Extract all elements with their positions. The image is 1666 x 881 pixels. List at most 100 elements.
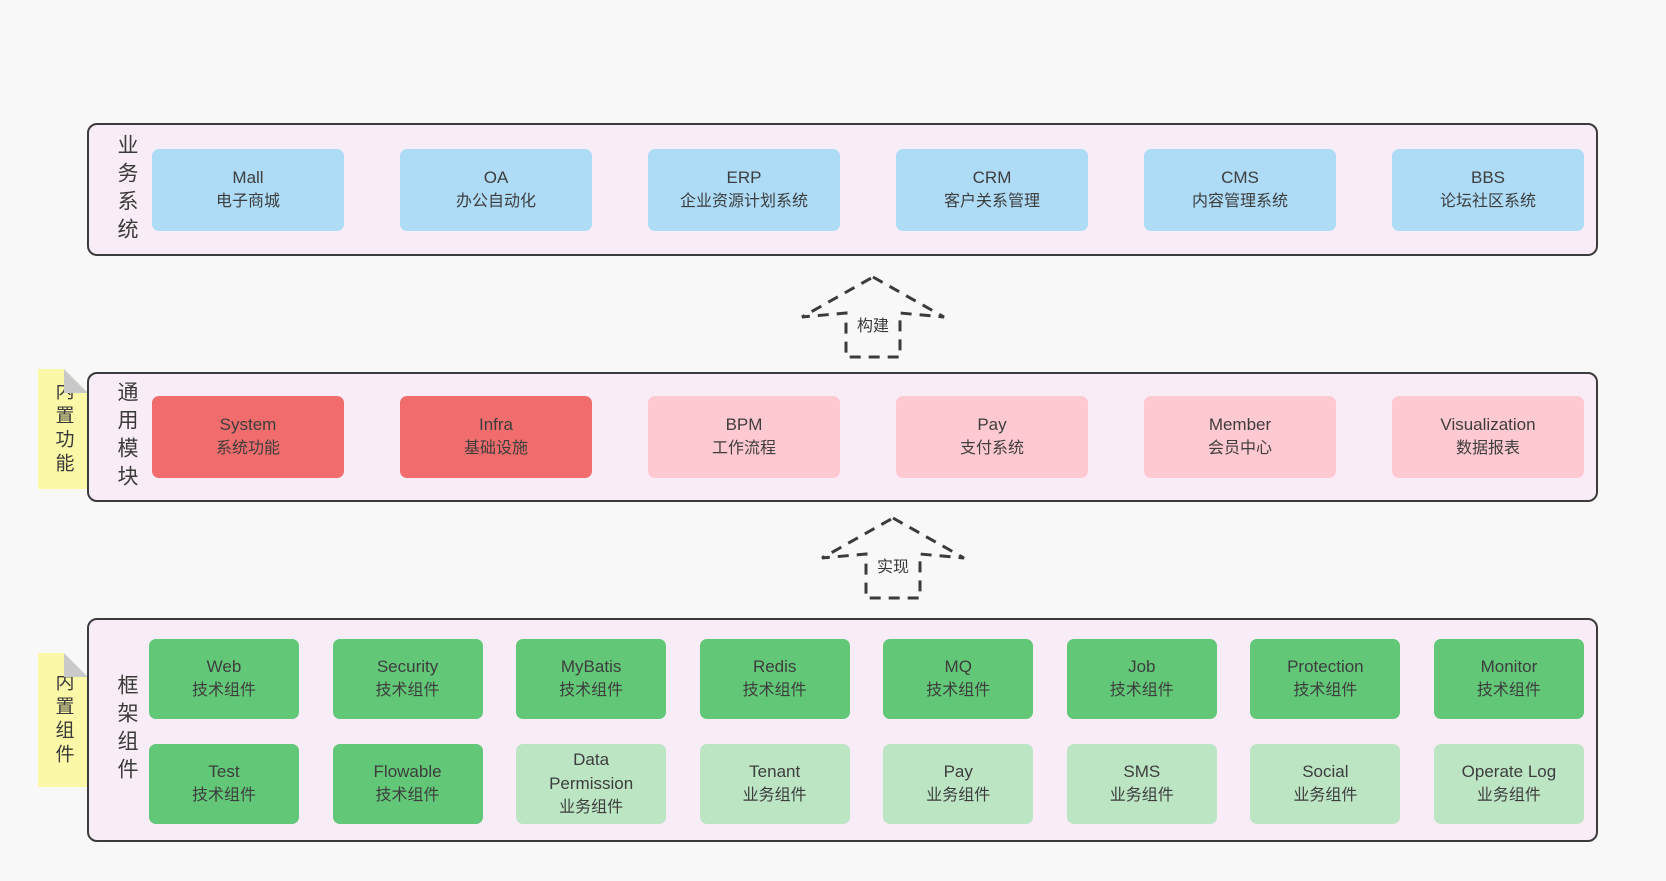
box-mall: Mall 电子商城	[152, 148, 344, 231]
box-oa: OA 办公自动化	[400, 148, 592, 231]
box-title: Operate Log	[1461, 762, 1557, 781]
box-title: Test	[208, 762, 240, 781]
box-erp: ERP 企业资源计划系统	[648, 148, 840, 231]
box-infra: Infra 基础设施	[400, 396, 592, 478]
box-title: Social	[1302, 762, 1349, 781]
box-title: Protection	[1287, 657, 1364, 676]
box-title: Tenant	[749, 762, 801, 781]
box-subtitle: 技术组件	[559, 682, 624, 699]
box-title: SMS	[1123, 762, 1161, 781]
box-title: System	[219, 415, 277, 434]
box-subtitle: 数据报表	[1455, 440, 1520, 457]
box-visualization: Visualization 数据报表	[1392, 396, 1584, 478]
components-box-grid: Web 技术组件 Security 技术组件 MyBatis 技术组件 Redi…	[149, 639, 1584, 824]
arrow-label: 构建	[853, 317, 893, 337]
box-title: Visualization	[1440, 415, 1536, 434]
box-subtitle: 客户关系管理	[943, 192, 1040, 210]
box-subtitle: 技术组件	[375, 787, 440, 804]
box-subtitle: 系统功能	[215, 440, 280, 457]
box-web: Web 技术组件	[149, 639, 299, 719]
box-subtitle: 业务组件	[926, 787, 991, 804]
box-social: Social 业务组件	[1250, 744, 1401, 824]
box-subtitle: 技术组件	[375, 682, 440, 699]
box-title: Redis	[752, 657, 797, 676]
layer-label-modules: 通用模块	[115, 381, 138, 493]
box-subtitle: 业务组件	[1109, 787, 1174, 804]
box-subtitle: 内容管理系统	[1191, 192, 1288, 210]
box-title: CMS	[1221, 167, 1259, 187]
layer-label-business: 业务系统	[115, 133, 138, 246]
dashed-up-arrow-icon	[801, 275, 945, 359]
box-title: MQ	[944, 657, 972, 676]
box-subtitle: 业务组件	[1476, 787, 1541, 804]
sticky-note-builtin-components: 内置组件	[38, 653, 88, 787]
modules-box-row: System 系统功能 Infra 基础设施 BPM 工作流程 Pay 支付系统…	[152, 396, 1584, 478]
box-subtitle: 技术组件	[191, 682, 256, 699]
box-subtitle: 技术组件	[1109, 682, 1174, 699]
box-subtitle: 技术组件	[742, 682, 807, 699]
box-subtitle: 论坛社区系统	[1439, 192, 1536, 210]
box-subtitle: 办公自动化	[455, 192, 536, 210]
box-title: Job	[1128, 657, 1156, 676]
box-system: System 系统功能	[152, 396, 344, 478]
box-monitor: Monitor 技术组件	[1433, 639, 1584, 719]
box-title: OA	[483, 167, 509, 187]
box-title: Flowable	[373, 762, 442, 781]
box-pay: Pay 支付系统	[896, 396, 1088, 478]
box-title: Data Permission	[549, 750, 634, 793]
framework-components-layer: 框架组件 Web 技术组件 Security 技术组件 MyBatis 技术组件…	[87, 618, 1598, 842]
arrow-build: 构建	[798, 273, 948, 361]
box-crm: CRM 客户关系管理	[896, 148, 1088, 231]
box-subtitle: 业务组件	[559, 799, 624, 816]
box-title: Pay	[943, 762, 973, 781]
sticky-note-builtin-functions: 内置功能	[38, 369, 88, 489]
box-title: CRM	[972, 167, 1012, 187]
business-box-row: Mall 电子商城 OA 办公自动化 ERP 企业资源计划系统 CRM 客户关系…	[152, 148, 1584, 231]
box-mq: MQ 技术组件	[883, 639, 1034, 719]
box-subtitle: 会员中心	[1207, 440, 1272, 457]
box-mybatis: MyBatis 技术组件	[516, 639, 667, 719]
sticky-note-text: 内置组件	[52, 672, 74, 768]
box-bbs: BBS 论坛社区系统	[1392, 148, 1584, 231]
sticky-fold-icon	[64, 653, 88, 677]
business-systems-layer: 业务系统 Mall 电子商城 OA 办公自动化 ERP 企业资源计划系统 CRM…	[87, 123, 1598, 256]
box-title: Pay	[977, 415, 1007, 434]
box-title: Security	[376, 657, 439, 676]
arrow-label: 实现	[873, 558, 913, 578]
box-security: Security 技术组件	[332, 639, 483, 719]
sticky-fold-icon	[64, 369, 88, 393]
dashed-up-arrow-icon	[821, 516, 965, 600]
box-subtitle: 支付系统	[959, 440, 1024, 457]
box-subtitle: 技术组件	[1476, 682, 1541, 699]
box-pay-business: Pay 业务组件	[883, 744, 1034, 824]
sticky-note-text: 内置功能	[52, 381, 74, 477]
box-subtitle: 基础设施	[463, 440, 528, 457]
box-title: Member	[1208, 415, 1272, 434]
box-title: Web	[206, 657, 242, 676]
box-protection: Protection 技术组件	[1250, 639, 1401, 719]
box-flowable: Flowable 技术组件	[332, 744, 483, 824]
box-title: BPM	[725, 415, 763, 434]
box-subtitle: 技术组件	[1293, 682, 1358, 699]
box-subtitle: 电子商城	[215, 192, 280, 210]
box-cms: CMS 内容管理系统	[1144, 148, 1336, 231]
box-title: MyBatis	[560, 657, 622, 676]
box-subtitle: 工作流程	[711, 440, 776, 457]
box-title: Monitor	[1480, 657, 1538, 676]
layer-label-components: 框架组件	[115, 674, 138, 786]
common-modules-layer: 通用模块 System 系统功能 Infra 基础设施 BPM 工作流程 Pay…	[87, 372, 1598, 502]
box-title: Mall	[232, 167, 264, 187]
arrow-implement: 实现	[818, 514, 968, 602]
box-redis: Redis 技术组件	[699, 639, 850, 719]
box-operate-log: Operate Log 业务组件	[1433, 744, 1584, 824]
box-subtitle: 技术组件	[926, 682, 991, 699]
box-subtitle: 企业资源计划系统	[679, 192, 808, 210]
box-title: ERP	[726, 167, 762, 187]
box-subtitle: 业务组件	[742, 787, 807, 804]
box-title: BBS	[1470, 167, 1506, 187]
box-bpm: BPM 工作流程	[648, 396, 840, 478]
box-title: Infra	[478, 415, 514, 434]
box-subtitle: 业务组件	[1293, 787, 1358, 804]
box-sms: SMS 业务组件	[1066, 744, 1217, 824]
box-member: Member 会员中心	[1144, 396, 1336, 478]
